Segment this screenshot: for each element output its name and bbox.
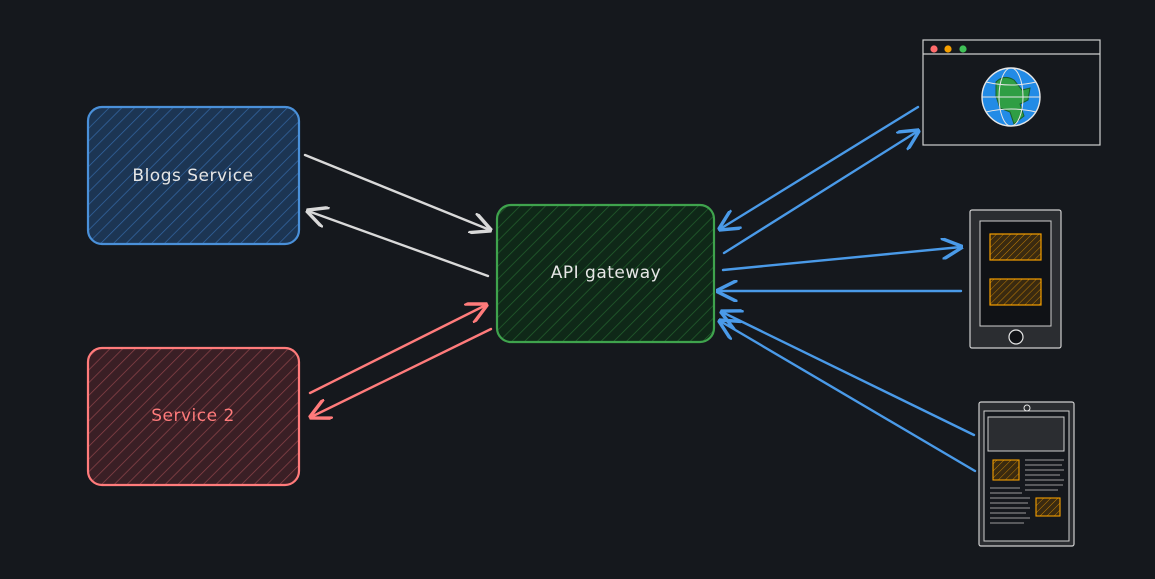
blogs-service-label: Blogs Service bbox=[132, 166, 253, 186]
arrow-service2-to-gateway bbox=[308, 305, 486, 395]
blogs-service-node[interactable]: Blogs Service bbox=[86, 105, 301, 246]
arrow-tablet-to-gateway-1 bbox=[722, 312, 976, 437]
tablet-icon bbox=[978, 401, 1075, 547]
phone-icon bbox=[969, 209, 1062, 349]
arrow-gateway-to-service2 bbox=[311, 327, 493, 417]
arrow-blogs-to-gateway bbox=[303, 153, 490, 230]
client-arrows bbox=[718, 105, 977, 473]
arrow-gateway-to-blogs bbox=[308, 211, 490, 278]
arrow-browser-to-gateway bbox=[720, 105, 920, 229]
service-arrows bbox=[303, 153, 493, 417]
service-2-label: Service 2 bbox=[151, 406, 235, 426]
api-gateway-label: API gateway bbox=[551, 263, 662, 283]
api-gateway-node[interactable]: API gateway bbox=[495, 203, 716, 344]
service-2-node[interactable]: Service 2 bbox=[86, 346, 301, 487]
arrow-gateway-to-browser bbox=[722, 131, 918, 255]
browser-globe-icon bbox=[922, 39, 1101, 146]
arrow-gateway-to-phone bbox=[721, 247, 961, 272]
arrow-tablet-to-gateway-2 bbox=[720, 321, 977, 473]
